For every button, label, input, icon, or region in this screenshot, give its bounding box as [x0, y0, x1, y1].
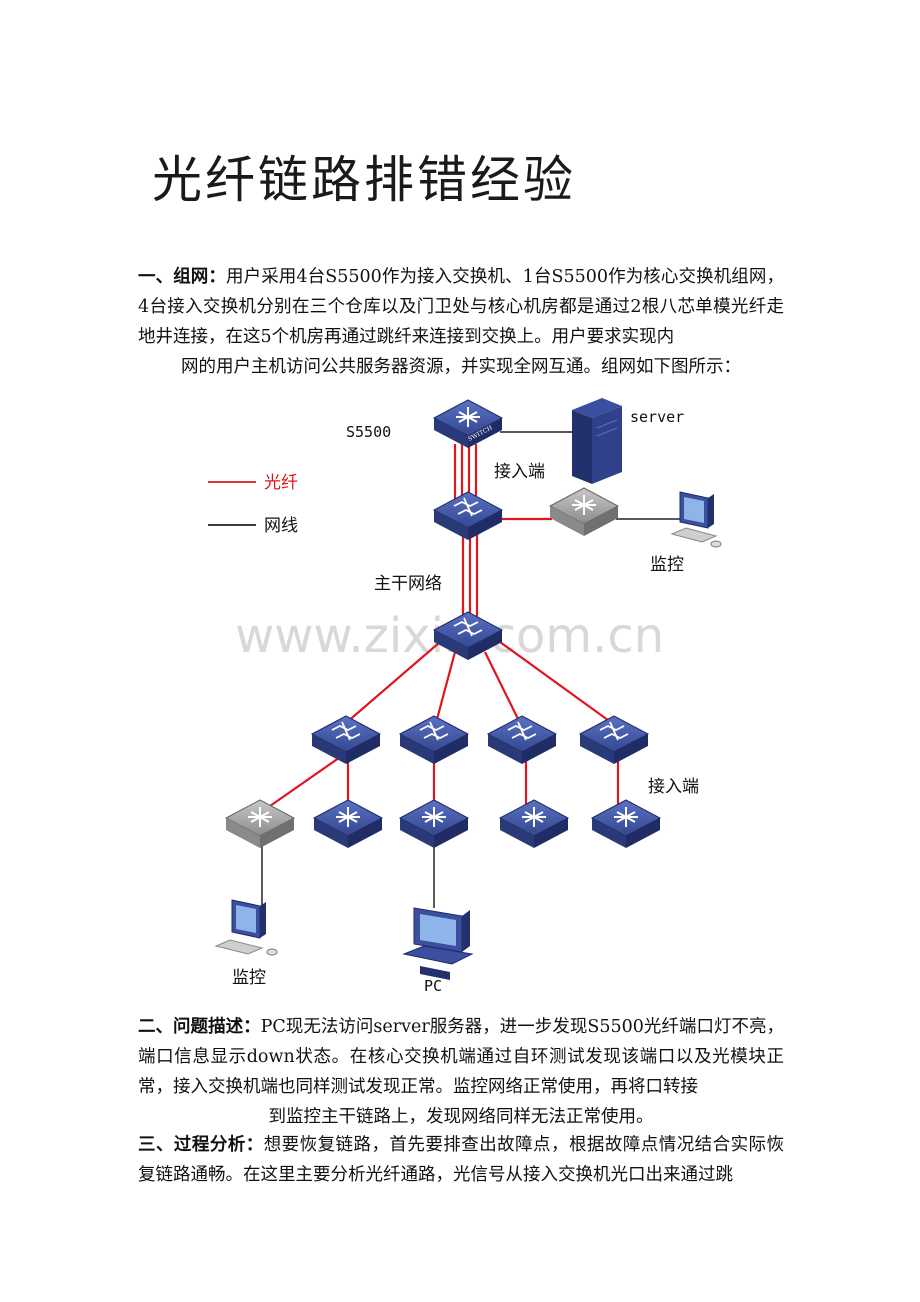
monitor-top-label: 监控 [650, 555, 684, 575]
section-body: PC现无法访问server服务器，进一步发现S5500光纤端口灯不亮，端口信息显… [138, 1017, 785, 1097]
pc-label: PC [424, 977, 442, 995]
monitor-pc-icon [670, 491, 722, 548]
core-switch-icon [399, 799, 469, 849]
access-top-label: 接入端 [494, 462, 545, 482]
legend-cable-label: 网线 [264, 516, 298, 536]
server-icon [572, 398, 622, 484]
fiber-links [259, 444, 620, 814]
core-switch-icon [591, 799, 661, 849]
router-switch-icon [487, 715, 557, 765]
core-switch-icon [499, 799, 569, 849]
core-switch-icon: SWITCH [433, 399, 503, 449]
router-switch-icon [579, 715, 649, 765]
access-right-label: 接入端 [648, 777, 699, 797]
router-switch-icon [433, 491, 503, 541]
section-last-line: 到监控主干链路上，发现网络同样无法正常使用。 [268, 1107, 654, 1127]
page-title: 光纤链路排错经验 [152, 151, 576, 209]
section-problem: 二、问题描述：PC现无法访问server服务器，进一步发现S5500光纤端口灯不… [138, 1012, 784, 1132]
section-body: 想要恢复链路，首先要排查出故障点，根据故障点情况结合实际恢复链路通畅。在这里主要… [138, 1135, 785, 1185]
monitor-pc-icon [214, 899, 278, 956]
legend-fiber-label: 光纤 [264, 473, 298, 493]
server-label: server [630, 408, 684, 426]
section-analysis: 三、过程分析：想要恢复链路，首先要排查出故障点，根据故障点情况结合实际恢复链路通… [138, 1130, 784, 1190]
monitor-bottom-label: 监控 [232, 968, 266, 988]
network-topology-diagram: www.zixin.com.cn 光纤 网线 SWITCH S5500 接入 [208, 398, 722, 995]
router-switch-icon [311, 715, 381, 765]
gray-switch-icon [549, 487, 619, 537]
backbone-label: 主干网络 [374, 574, 442, 594]
core-switch-icon [313, 799, 383, 849]
section-heading: 二、问题描述： [138, 1017, 261, 1037]
section-body: 用户采用4台S5500作为接入交换机、1台S5500作为核心交换机组网，4台接入… [138, 267, 784, 347]
router-switch-icon [399, 715, 469, 765]
switch-model-label: S5500 [346, 423, 391, 441]
section-networking: 一、组网：用户采用4台S5500作为接入交换机、1台S5500作为核心交换机组网… [138, 262, 784, 382]
section-heading: 一、组网： [138, 267, 226, 287]
section-heading: 三、过程分析： [138, 1135, 264, 1155]
desktop-pc-icon [402, 907, 474, 980]
gray-switch-icon [225, 799, 295, 849]
section-last-line: 网的用户主机访问公共服务器资源，并实现全网互通。组网如下图所示： [181, 357, 741, 377]
